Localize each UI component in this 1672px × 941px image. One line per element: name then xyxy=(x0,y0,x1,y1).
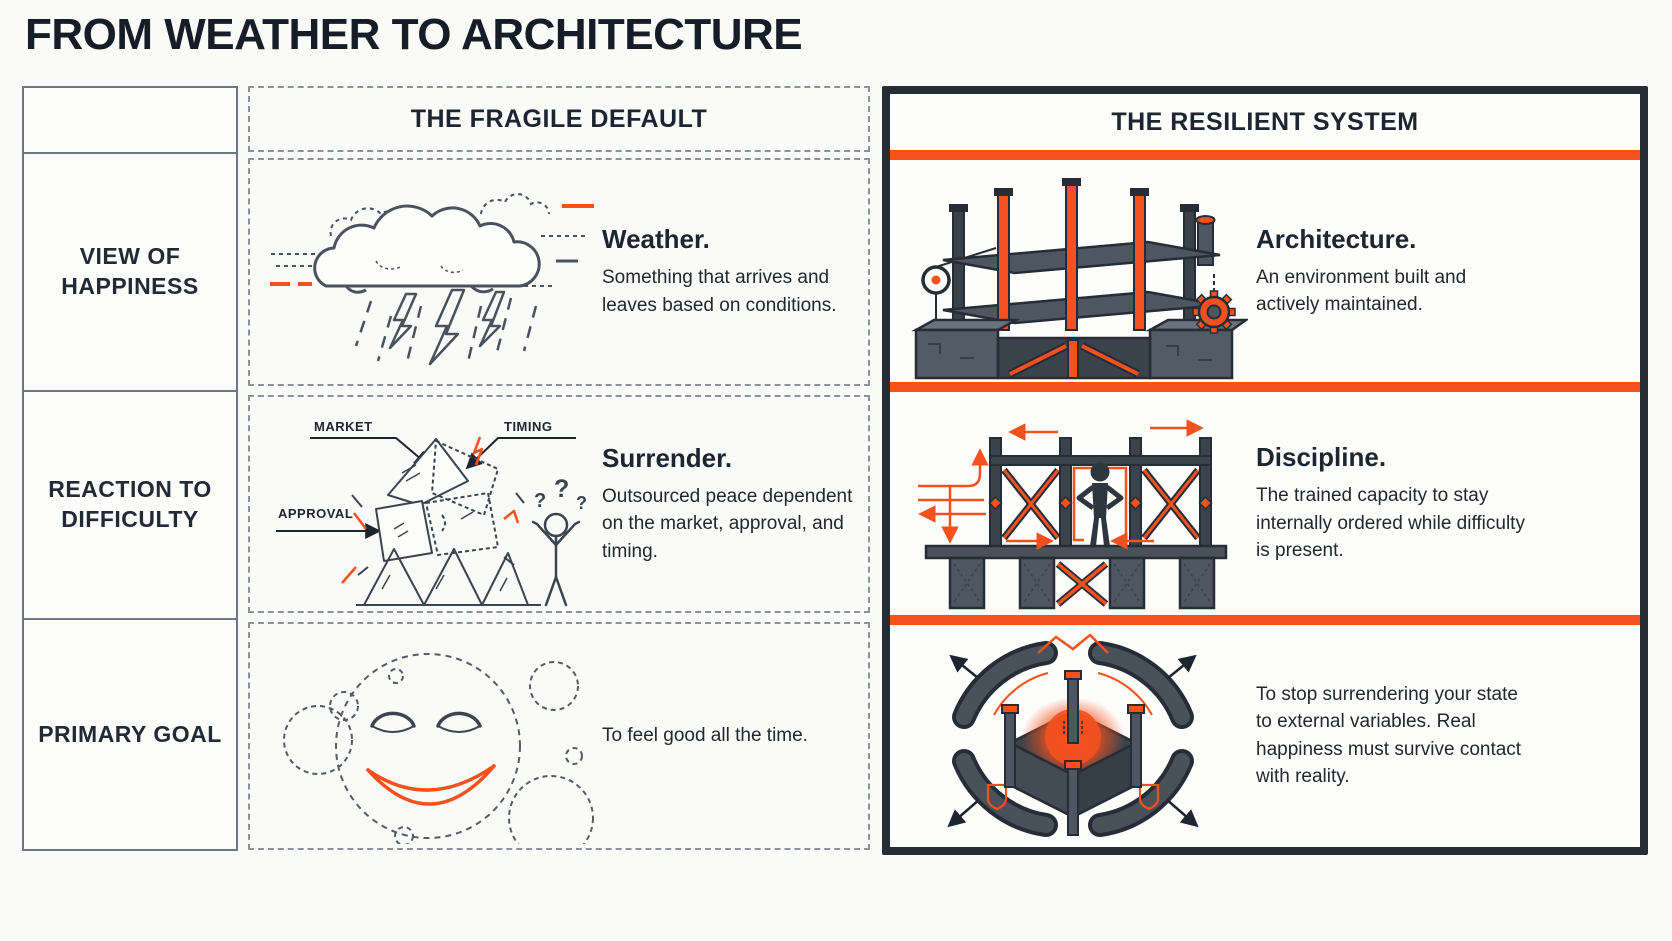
fragile-body-surrender: Outsourced peace dependent on the market… xyxy=(602,485,853,562)
row-label-view-of-happiness: VIEW OF HAPPINESS xyxy=(24,152,236,390)
smiley-face-illustration xyxy=(250,628,602,844)
fragile-column-title: THE FRAGILE DEFAULT xyxy=(410,104,708,133)
storm-cloud-icon xyxy=(270,193,594,367)
orange-divider xyxy=(890,382,1640,393)
fragile-heading-weather: Weather. xyxy=(602,224,710,255)
confused-figure xyxy=(531,512,581,606)
orange-divider xyxy=(890,614,1640,625)
braced-structure-icon xyxy=(918,419,1228,610)
fragile-body-goal: To feel good all the time. xyxy=(602,725,808,747)
fragile-reaction-copy: Surrender. Outsourced peace dependent on… xyxy=(602,443,862,566)
callout-approval: APPROVAL xyxy=(278,506,353,521)
smiley-face-icon xyxy=(283,653,594,844)
resilient-body-goal: To stop surrendering your state to exter… xyxy=(1256,683,1522,788)
fragile-primary-goal-copy: To feel good all the time. xyxy=(602,722,862,750)
standing-figure xyxy=(1090,462,1110,547)
construction-frame-icon xyxy=(911,178,1248,380)
fragile-view-of-happiness-cell: Weather. Something that arrives and leav… xyxy=(248,158,870,386)
fragile-column-header: THE FRAGILE DEFAULT xyxy=(248,86,870,152)
fragile-body-weather: Something that arrives and leaves based … xyxy=(602,267,837,316)
row-label-header-spacer xyxy=(24,88,236,152)
construction-frame-illustration xyxy=(890,162,1256,380)
row-label-table: VIEW OF HAPPINESS REACTION TO DIFFICULTY… xyxy=(22,86,238,851)
fragile-primary-goal-cell: To feel good all the time. xyxy=(248,622,870,850)
callout-timing: TIMING xyxy=(504,419,553,434)
resilient-reaction-copy: Discipline. The trained capacity to stay… xyxy=(1256,442,1538,565)
fortress-core-illustration xyxy=(890,627,1256,845)
storm-cloud-illustration xyxy=(250,166,602,378)
orange-divider xyxy=(890,150,1640,160)
page-title: FROM WEATHER TO ARCHITECTURE xyxy=(25,10,803,59)
row-label-primary-goal: PRIMARY GOAL xyxy=(24,618,236,849)
resilient-column-title: THE RESILIENT SYSTEM xyxy=(1111,107,1419,136)
resilient-view-of-happiness-copy: Architecture. An environment built and a… xyxy=(1256,224,1538,319)
fragile-view-of-happiness-copy: Weather. Something that arrives and leav… xyxy=(602,224,862,319)
fragile-reaction-cell: MARKET TIMING APPROVAL xyxy=(248,395,870,613)
callout-market: MARKET xyxy=(314,419,373,434)
resilient-heading-discipline: Discipline. xyxy=(1256,442,1387,473)
fortress-core-icon xyxy=(947,633,1199,837)
question-mark: ? xyxy=(534,490,546,512)
resilient-reaction-cell: Discipline. The trained capacity to stay… xyxy=(890,392,1640,614)
resilient-body-discipline: The trained capacity to stay internally … xyxy=(1256,485,1525,562)
question-mark: ? xyxy=(554,475,569,503)
question-mark: ? xyxy=(576,493,587,513)
card-house-icon: MARKET TIMING APPROVAL xyxy=(276,419,587,606)
resilient-heading-architecture: Architecture. xyxy=(1256,223,1417,254)
resilient-view-of-happiness-cell: Architecture. An environment built and a… xyxy=(890,160,1640,382)
braced-structure-figure-illustration xyxy=(890,394,1256,612)
fragile-heading-surrender: Surrender. xyxy=(602,442,733,473)
collapsing-card-house-illustration: MARKET TIMING APPROVAL xyxy=(250,397,602,612)
row-label-reaction-to-difficulty: REACTION TO DIFFICULTY xyxy=(24,390,236,618)
resilient-primary-goal-copy: To stop surrendering your state to exter… xyxy=(1256,681,1538,791)
resilient-system-panel: THE RESILIENT SYSTEM xyxy=(882,86,1648,855)
resilient-primary-goal-cell: To stop surrendering your state to exter… xyxy=(890,625,1640,847)
resilient-body-architecture: An environment built and actively mainta… xyxy=(1256,266,1467,316)
resilient-column-header: THE RESILIENT SYSTEM xyxy=(890,94,1640,150)
